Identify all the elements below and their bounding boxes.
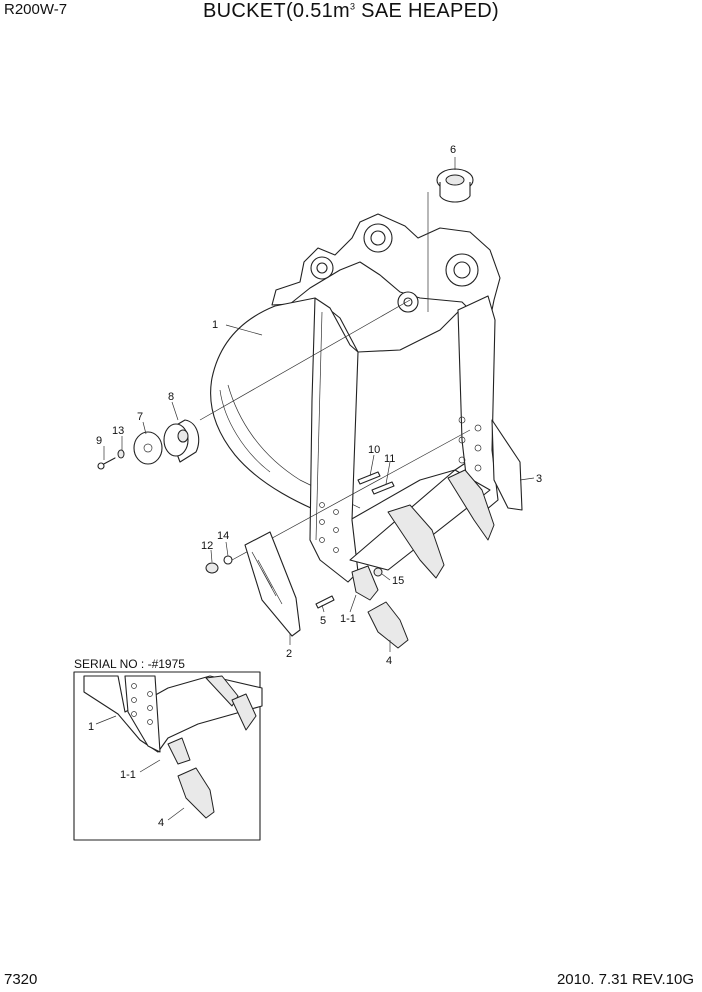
callout-9: 9 (96, 435, 102, 447)
side-cutter-left (205, 531, 301, 637)
pin-5 (315, 595, 335, 609)
callout-14: 14 (217, 530, 229, 542)
callout-12: 12 (201, 540, 213, 552)
bolts-10-11 (357, 471, 395, 495)
retainer-15 (373, 567, 383, 577)
tooth-4 (367, 601, 409, 649)
callout-3: 3 (536, 473, 542, 485)
side-plate-bolt-holes (319, 416, 482, 553)
callout-6: 6 (450, 144, 456, 156)
callout-4: 4 (386, 655, 392, 667)
inset-callout-1-1: 1-1 (120, 769, 136, 781)
revision-date: 2010. 7.31 REV.10G (556, 971, 694, 988)
side-cutter-right (491, 419, 523, 511)
model-label: R200W-7 (4, 1, 68, 18)
page-number: 7320 (4, 971, 38, 988)
serial-number-label: SERIAL NO : -#1975 (74, 657, 185, 671)
callout-5: 5 (320, 615, 326, 627)
bucket-assembly (199, 192, 523, 601)
page-title: BUCKET(0.51m3 SAE HEAPED) (203, 0, 499, 22)
serial-inset: 1 1-1 4 (73, 671, 263, 841)
callout-2: 2 (286, 648, 292, 660)
callout-1-1: 1-1 (340, 613, 356, 625)
callout-8: 8 (168, 391, 174, 403)
bushing-6 (436, 168, 474, 203)
callout-1: 1 (212, 319, 218, 331)
callout-15: 15 (392, 575, 404, 587)
callout-7: 7 (137, 411, 143, 423)
bucket-teeth (351, 469, 495, 601)
callout-11: 11 (384, 453, 395, 465)
callout-13: 13 (112, 425, 124, 437)
leader-lines (103, 157, 535, 652)
inset-callout-1: 1 (88, 721, 94, 733)
callout-10: 10 (368, 444, 380, 456)
inset-callout-4: 4 (158, 817, 164, 829)
shim-assembly (97, 419, 200, 470)
